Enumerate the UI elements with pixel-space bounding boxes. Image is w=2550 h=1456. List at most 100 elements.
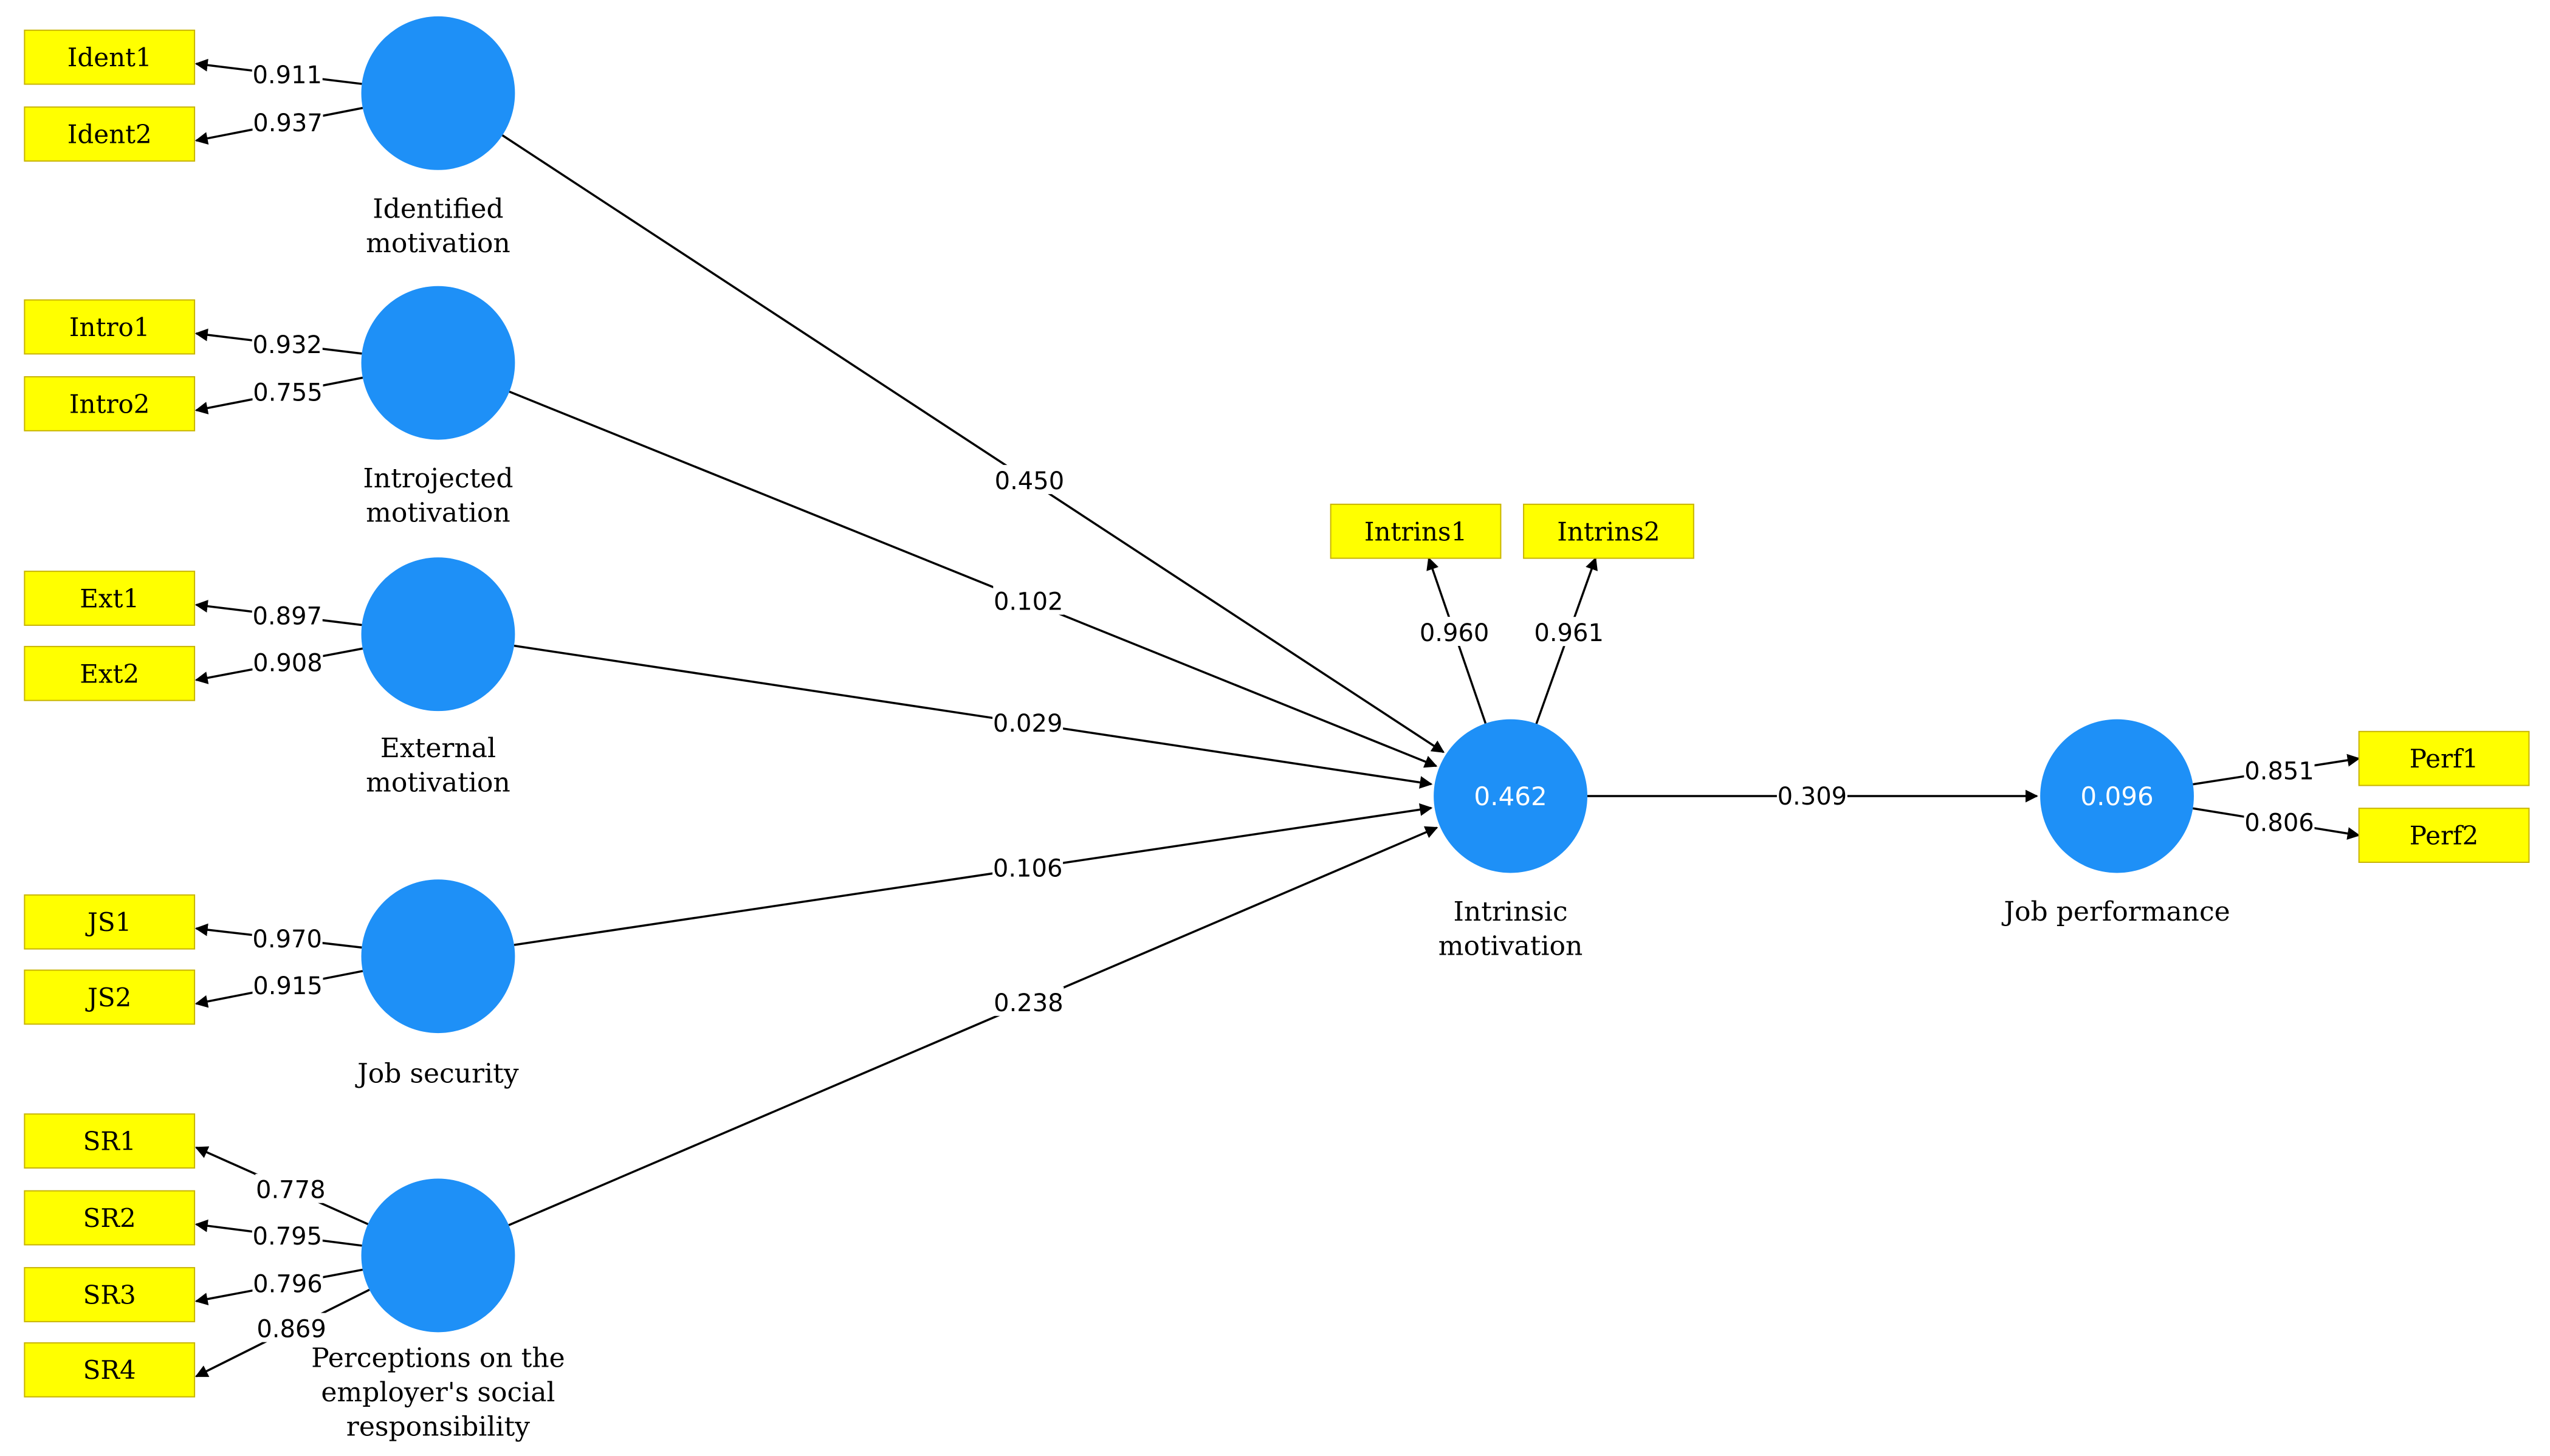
- construct-name-line: Job security: [355, 1058, 519, 1089]
- indicator-box: [24, 376, 196, 431]
- indicator-box: [24, 299, 196, 355]
- indicator-Intrins2: Intrins2: [1523, 503, 1694, 559]
- construct-circle: [361, 16, 515, 170]
- path-ext-intrins-label-bg: [992, 707, 1064, 737]
- construct-circle: [361, 1178, 515, 1333]
- loading-Perf2-value: 0.806: [2244, 809, 2314, 837]
- indicator-box: [24, 1190, 196, 1246]
- indicator-label: Ident1: [67, 43, 152, 72]
- loading-Perf1-label-bg: [2244, 755, 2315, 785]
- construct-name-line: motivation: [366, 498, 510, 529]
- loading-Intro1-value: 0.932: [252, 331, 322, 359]
- construct-name-line: responsibility: [346, 1411, 530, 1442]
- loading-Perf1-value: 0.851: [2244, 758, 2314, 786]
- indicator-JS1: JS1: [24, 894, 196, 950]
- indicator-SR1: SR1: [24, 1113, 196, 1169]
- path-ident-intrins-label-bg: [994, 465, 1065, 495]
- loading-SR3-value: 0.796: [253, 1271, 323, 1299]
- construct-js: Job security: [355, 879, 519, 1089]
- indicator-label: JS1: [85, 907, 131, 937]
- loading-Ident2-label-bg: [252, 106, 323, 136]
- construct-circle: [2040, 719, 2194, 873]
- construct-circle: [361, 286, 515, 440]
- loading-SR2-value: 0.795: [253, 1223, 323, 1251]
- indicator-box: [24, 1267, 196, 1322]
- indicator-label: SR4: [83, 1355, 136, 1385]
- path-js-intrins-arrow: [514, 803, 1433, 946]
- path-js-intrins-value: 0.106: [993, 855, 1063, 883]
- construct-name-line: External: [380, 733, 496, 764]
- indicator-Ext2: Ext2: [24, 645, 196, 701]
- path-intro-intrins-arrow: [509, 390, 1438, 768]
- construct-circle: [361, 557, 515, 712]
- indicator-label: Ext2: [80, 659, 139, 689]
- indicator-box: [1523, 503, 1694, 559]
- path-ext-intrins-arrow: [514, 644, 1433, 789]
- path-sr-intrins-arrow: [508, 826, 1438, 1226]
- loading-Ident1-label-bg: [252, 59, 323, 89]
- indicator-box: [24, 106, 196, 162]
- indicator-label: SR2: [83, 1203, 136, 1233]
- indicator-label: Intrins2: [1557, 517, 1660, 546]
- loading-Ext2-label-bg: [252, 647, 323, 676]
- construct-name-line: Identified: [373, 193, 503, 224]
- indicator-box: [24, 645, 196, 701]
- construct-name-line: Intrinsic: [1453, 896, 1567, 927]
- indicator-box: [24, 1113, 196, 1169]
- indicator-label: Ext1: [80, 584, 139, 614]
- indicator-box: [2358, 730, 2530, 786]
- loading-Perf2-label-bg: [2244, 806, 2315, 836]
- construct-sr: Perceptions on the employer's socialrespo…: [311, 1178, 565, 1442]
- loading-Ident2-value: 0.937: [253, 109, 323, 137]
- loading-JS1-value: 0.970: [252, 925, 322, 953]
- loading-Ident1-value: 0.911: [252, 61, 322, 89]
- loading-SR1-label-bg: [255, 1173, 326, 1203]
- indicator-Perf1: Perf1: [2358, 730, 2530, 786]
- path-ident-intrins-arrow: [501, 134, 1445, 754]
- loading-Intro1-label-bg: [252, 328, 323, 358]
- loading-SR3-label-bg: [252, 1268, 323, 1297]
- loading-JS1-label-bg: [252, 923, 323, 953]
- indicator-label: SR1: [83, 1127, 136, 1156]
- path-js-intrins-label-bg: [992, 852, 1064, 882]
- indicator-box: [2358, 808, 2530, 863]
- construct-ident: Identified motivation: [361, 16, 515, 259]
- construct-name-line: employer's social: [321, 1377, 555, 1408]
- indicator-Intrins1: Intrins1: [1330, 503, 1502, 559]
- indicator-label: Intrins1: [1364, 517, 1467, 546]
- path-intro-intrins-label-bg: [993, 585, 1064, 615]
- loading-Intro2-label-bg: [252, 376, 323, 406]
- loading-Ext1-label-bg: [252, 600, 323, 630]
- indicator-Ext1: Ext1: [24, 571, 196, 626]
- loading-SR2-label-bg: [252, 1220, 323, 1250]
- indicator-JS2: JS2: [24, 969, 196, 1025]
- indicator-label: SR3: [83, 1280, 136, 1310]
- loading-SR1-value: 0.778: [256, 1176, 326, 1204]
- path-intro-intrins-value: 0.102: [994, 588, 1064, 616]
- loading-Intrins2-label-bg: [1533, 617, 1604, 647]
- construct-name-line: motivation: [366, 767, 510, 798]
- indicator-Ident1: Ident1: [24, 29, 196, 85]
- construct-name-line: Perceptions on the: [311, 1342, 565, 1373]
- indicator-label: Ident2: [67, 120, 152, 149]
- indicator-Ident2: Ident2: [24, 106, 196, 162]
- construct-name-line: motivation: [366, 228, 510, 259]
- indicator-label: Perf2: [2410, 821, 2479, 851]
- loading-Intro2-value: 0.755: [253, 379, 323, 407]
- indicator-label: JS2: [85, 983, 131, 1012]
- indicator-label: Intro2: [69, 389, 150, 419]
- loading-JS2-value: 0.915: [253, 972, 323, 1000]
- indicator-box: [24, 29, 196, 85]
- path-sr-intrins-label-bg: [993, 986, 1064, 1016]
- loading-Ext2-value: 0.908: [253, 650, 323, 678]
- r-squared-value: 0.096: [2080, 781, 2153, 811]
- indicator-Perf2: Perf2: [2358, 808, 2530, 863]
- loading-SR4-label-bg: [256, 1313, 327, 1342]
- loading-Intrins2-value: 0.961: [1534, 619, 1604, 647]
- loading-Intrins1-label-bg: [1419, 616, 1490, 646]
- indicator-label: Perf1: [2410, 744, 2479, 774]
